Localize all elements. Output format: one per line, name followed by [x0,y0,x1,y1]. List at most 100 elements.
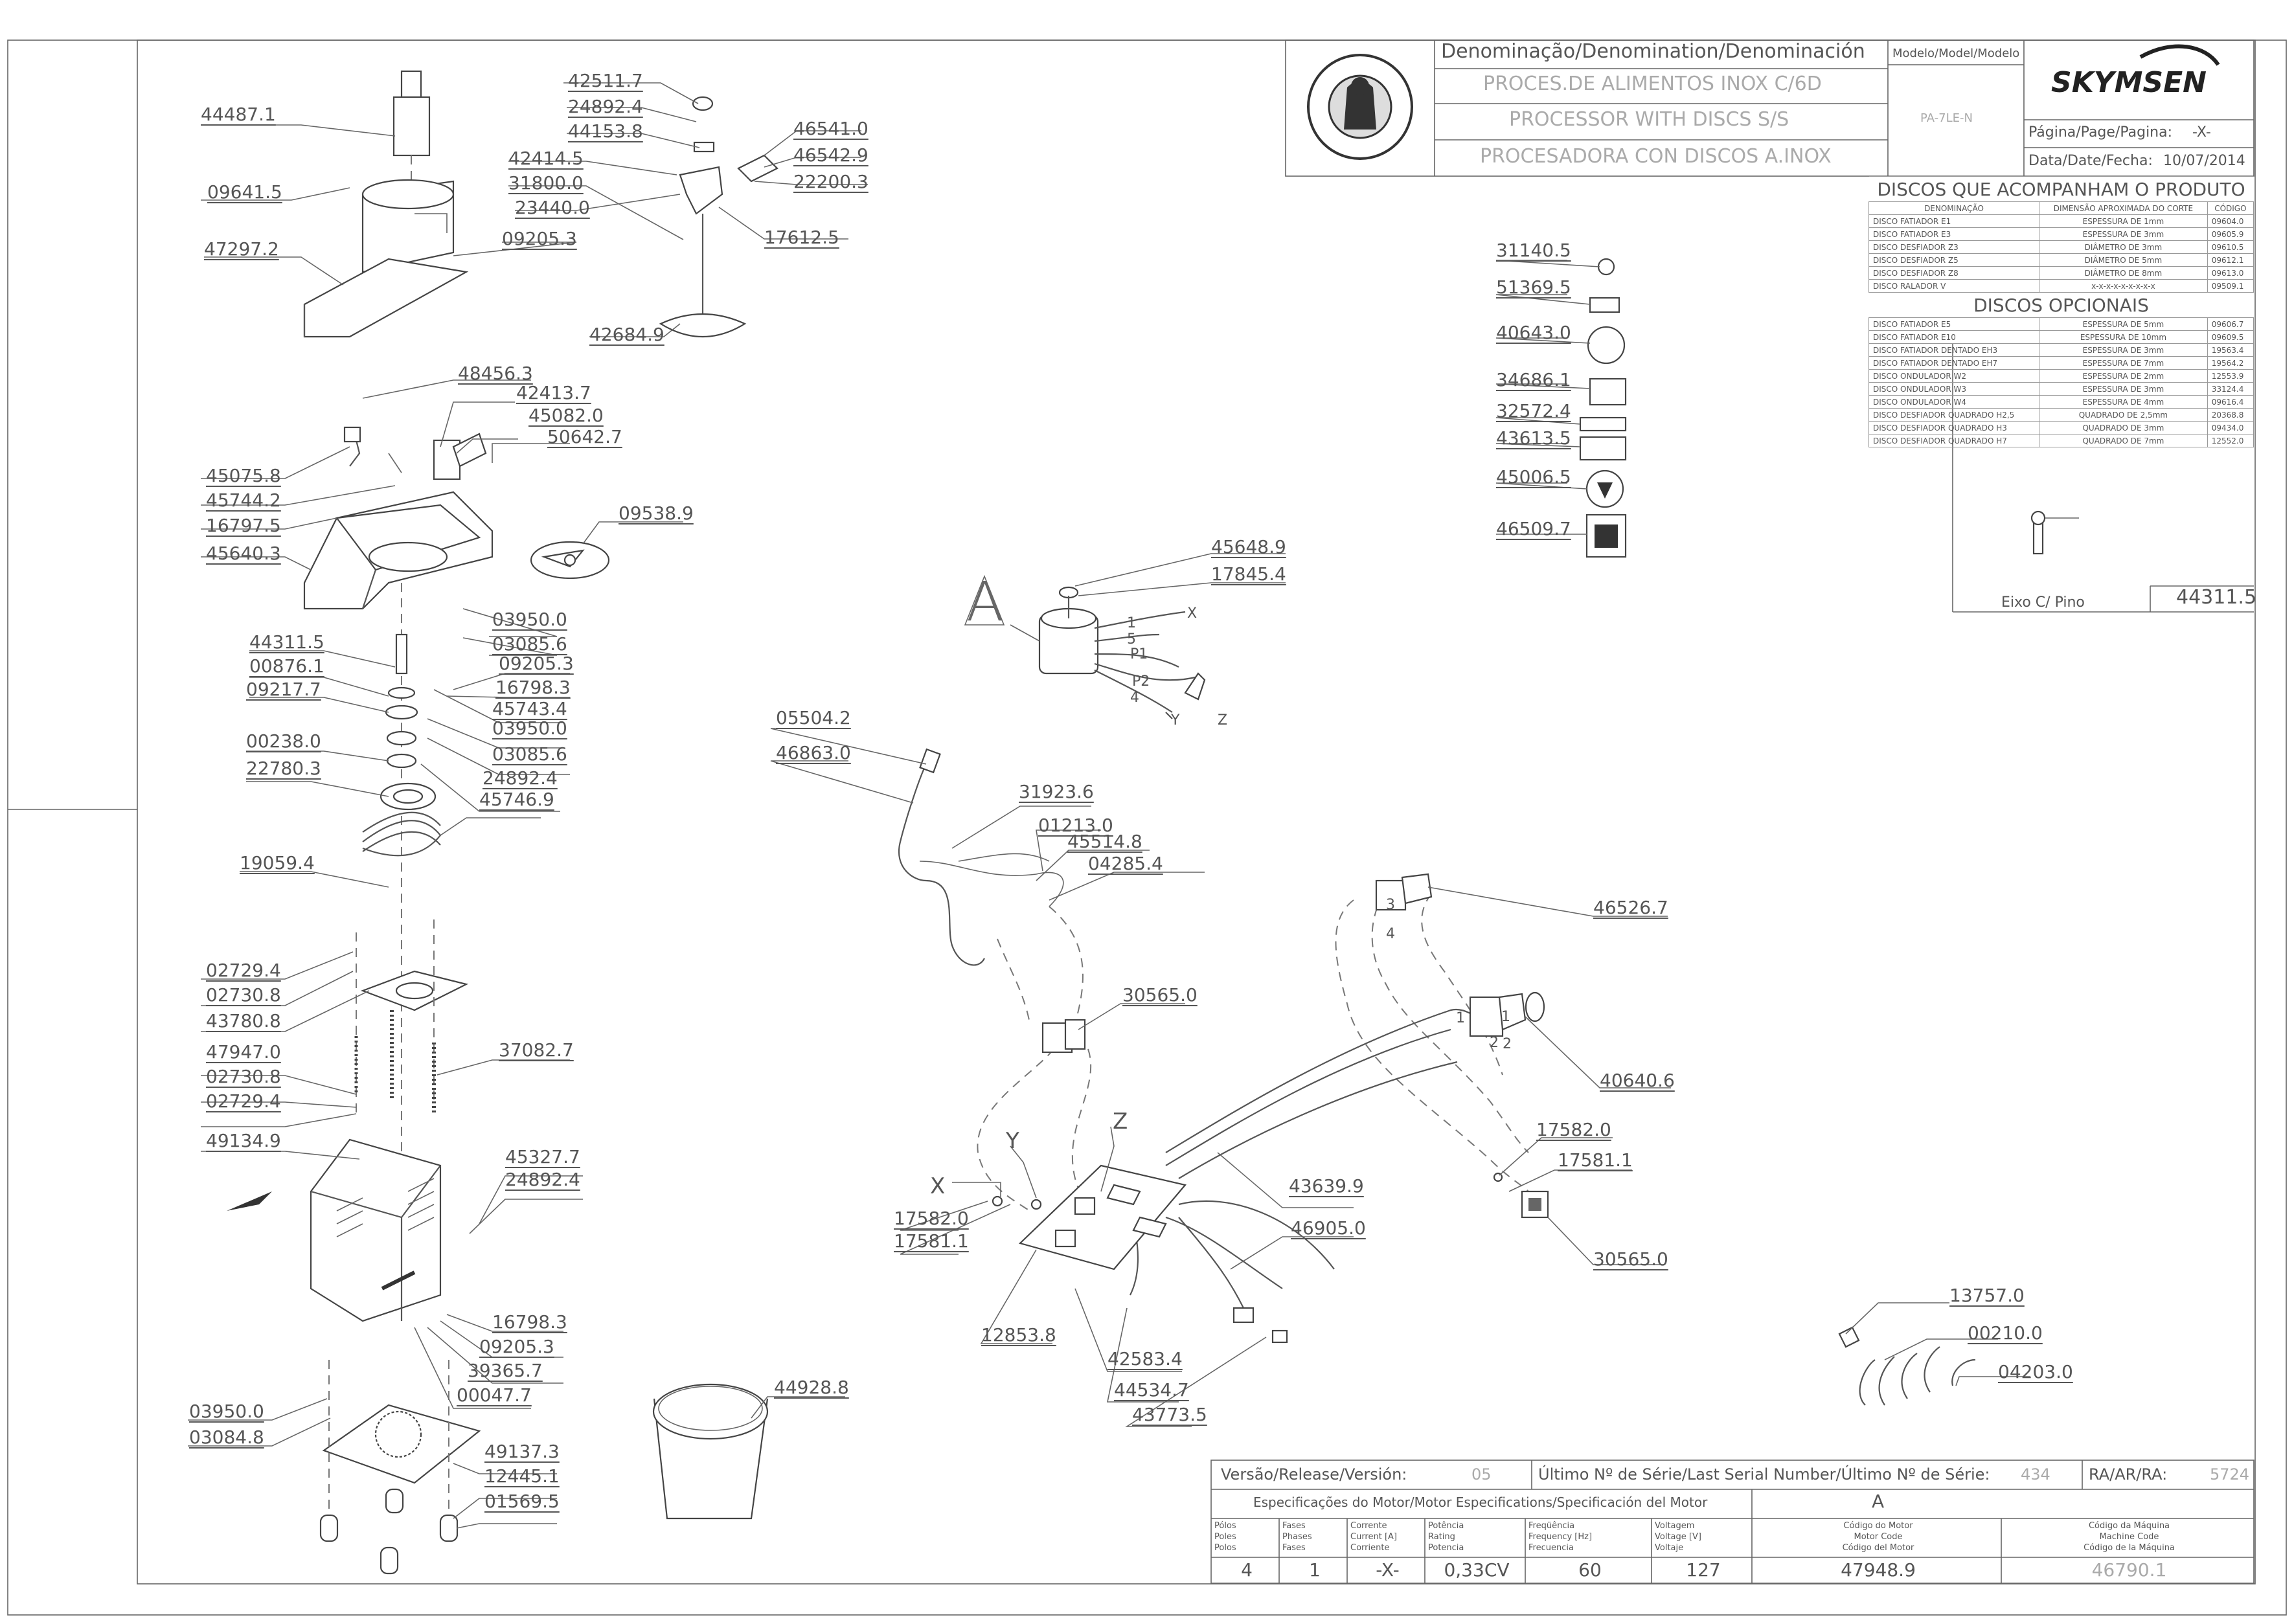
part-label: 44153.8 [568,120,643,142]
date-label: Data/Date/Fecha: [2028,153,2153,169]
part-label: 45743.4 [492,698,567,719]
axle-pin-part [2030,510,2079,555]
wire-label: 5 [1127,631,1136,648]
model-label: Modelo/Model/Modelo [1892,47,2020,60]
part-label: 01569.5 [484,1491,560,1512]
cell: 09613.0 [2207,266,2254,280]
part-label: 46905.0 [1291,1217,1366,1239]
cell: 09604.0 [2207,214,2254,228]
bottom-spec-frame [1210,1460,2254,1584]
wire-label: P1 [1130,646,1148,662]
motor-connector-46526 [1375,873,1433,911]
cell: DISCO FATIADOR E10 [1868,330,2040,344]
cell: ESPESSURA DE 10mm [2039,330,2208,344]
part-label: 02730.8 [206,984,281,1006]
part-label: 00876.1 [249,655,324,677]
cell: DISCO DESFIADOR QUADRADO H2,5 [1868,408,2040,422]
spec-header: Freqüência Frequency [Hz] Frecuencia [1528,1521,1593,1553]
part-label: 30565.0 [1593,1248,1668,1270]
cell: ESPESSURA DE 3mm [2039,343,2208,357]
wire-label: 1 [1501,1009,1510,1025]
part-label: 03950.0 [189,1401,264,1422]
leader-lines [188,82,2030,1529]
part-label: 01213.0 [1038,815,1113,836]
part-label: 12853.8 [981,1324,1056,1346]
part-label: 16798.3 [495,677,571,698]
wire-label: 2 [1503,1036,1512,1052]
skymsen-logo: SKYMSEN [2043,44,2238,99]
cell: 33124.4 [2207,382,2254,396]
part-label: 45746.9 [479,789,554,810]
model-value: PA-7LE-N [1920,111,1973,125]
part-label: 03085.6 [492,743,567,765]
cell: x-x-x-x-x-x-x-x-x [2039,279,2208,293]
cell: 12552.0 [2207,434,2254,447]
food-pusher [392,70,431,157]
part-label: 17582.0 [894,1208,969,1229]
part-label: 17612.5 [764,227,839,248]
part-label: 43773.5 [1132,1404,1207,1425]
cell: 09509.1 [2207,279,2254,293]
spec-value: 46790.1 [2091,1559,2167,1581]
cell: 09616.4 [2207,395,2254,409]
part-label: 46526.7 [1593,897,1668,918]
part-label: 42511.7 [568,70,643,91]
date-value: 10/07/2014 [2163,153,2245,169]
table-header: DENOMINAÇÃO [1868,201,2040,215]
feed-chute-lid [303,179,469,338]
wire-label: Y [1006,1128,1019,1154]
cell: DISCO DESFIADOR QUADRADO H3 [1868,421,2040,434]
part-label: 45082.0 [528,405,604,426]
part-label: 13757.0 [1949,1285,2025,1306]
part-label: 48456.3 [458,363,533,384]
part-label: 44487.1 [201,104,276,125]
label-stickers [1579,258,1627,558]
cell: DISCO FATIADOR E1 [1868,214,2040,228]
spec-header: Fases Phases Fases [1282,1521,1312,1553]
motor-a-letter: A [966,570,1004,633]
motor-a [964,574,1206,719]
part-label: 16798.3 [492,1311,567,1333]
part-label: 00238.0 [246,730,321,752]
spring-set [1838,1326,1976,1406]
part-label: 03950.0 [492,717,567,739]
cutting-disc [530,541,610,580]
cell: DIÂMETRO DE 8mm [2039,266,2208,280]
part-label: 47947.0 [206,1041,281,1063]
wire-label: 4 [1130,690,1139,706]
part-label: 24892.4 [505,1169,580,1190]
part-label: 04285.4 [1088,853,1163,874]
authorized-service-seal [1307,54,1413,160]
wire-label: P2 [1132,673,1150,690]
wire-label: 4 [1386,926,1395,942]
spec-header: Código do Motor Motor Code Código del Mo… [1842,1521,1914,1553]
part-label: 17845.4 [1211,563,1286,585]
bowl-lid-assembly [303,426,494,610]
part-label: 19059.4 [240,852,315,874]
cell: 09605.9 [2207,227,2254,241]
cell: 20368.8 [2207,408,2254,422]
part-label: 23440.0 [515,197,590,218]
cell: DISCO FATIADOR DENTADO EH7 [1868,356,2040,370]
part-label: 43613.5 [1496,427,1571,449]
connector-30565-top [1041,1019,1086,1054]
wire-label: 1 [1456,1010,1465,1026]
spec-value: 127 [1686,1559,1721,1581]
part-label: 45648.9 [1211,536,1286,558]
spec-header: Código da Máquina Machine Code Código de… [2084,1521,2175,1553]
part-label: 31800.0 [508,172,584,194]
part-label: 17581.1 [1558,1149,1633,1171]
part-label: 45327.7 [505,1146,580,1167]
motor-spec-letter: A [1872,1491,1885,1512]
discs-included-table: DISCOS QUE ACOMPANHAM O PRODUTO DENOMINA… [1868,176,2254,447]
spec-header: Voltagem Voltage [V] Voltaje [1655,1521,1701,1553]
cell: ESPESSURA DE 1mm [2039,214,2208,228]
part-label: 42684.9 [589,324,664,345]
svg-text:SKYMSEN: SKYMSEN [2051,66,2207,99]
part-label: 43780.8 [206,1010,281,1032]
page-value: -X- [2192,124,2211,141]
